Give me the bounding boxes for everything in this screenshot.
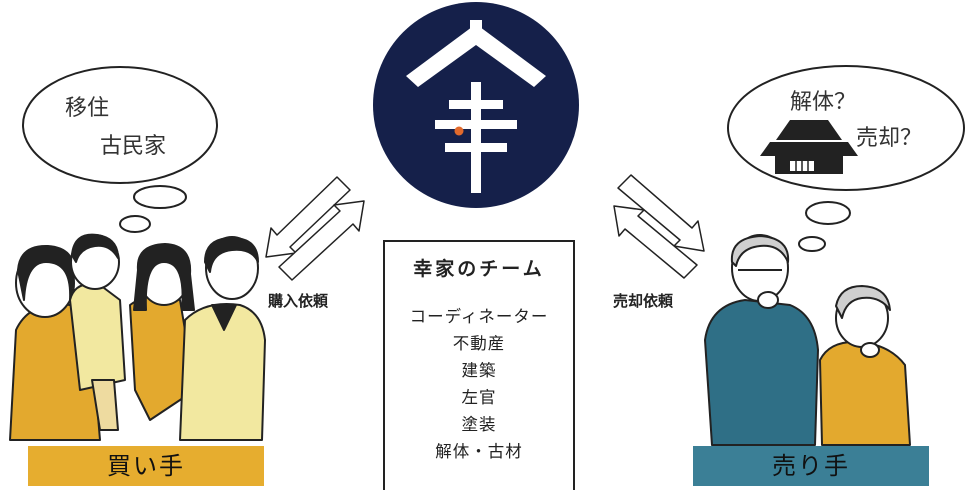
left-bubble-line1: 移住 xyxy=(65,96,110,121)
team-member-item: 建築 xyxy=(461,361,497,380)
sell-request-label: 売却依頼 xyxy=(613,292,674,310)
team-box: 幸家のチーム コーディネーター 不動産 建築 左官 塗装 解体・古材 xyxy=(383,240,575,490)
team-member-list: コーディネーター 不動産 建築 左官 塗装 解体・古材 xyxy=(385,303,573,465)
team-title: 幸家のチーム xyxy=(413,258,545,280)
buy-request-arrows xyxy=(265,176,365,281)
team-member-item: 左官 xyxy=(461,388,497,407)
sell-request-arrows xyxy=(613,174,705,279)
right-bubble-line1: 解体？ xyxy=(790,90,857,115)
team-member-item: 解体・古材 xyxy=(435,442,523,461)
buyer-label: 買い手 xyxy=(28,446,264,486)
kominka-house-icon xyxy=(760,120,858,174)
buy-request-label: 購入依頼 xyxy=(268,292,329,310)
seller-couple-illustration xyxy=(704,234,911,446)
team-member-item: コーディネーター xyxy=(409,307,549,326)
team-member-item: 塗装 xyxy=(461,415,497,434)
seller-label: 売り手 xyxy=(693,446,929,486)
right-bubble-line2: 売却？ xyxy=(856,126,923,151)
left-thought-bubble xyxy=(22,66,218,233)
team-member-item: 不動産 xyxy=(452,334,506,353)
left-bubble-line2: 古民家 xyxy=(100,134,167,159)
buyer-family-illustration xyxy=(9,233,266,441)
kouya-logo-icon xyxy=(373,2,579,208)
